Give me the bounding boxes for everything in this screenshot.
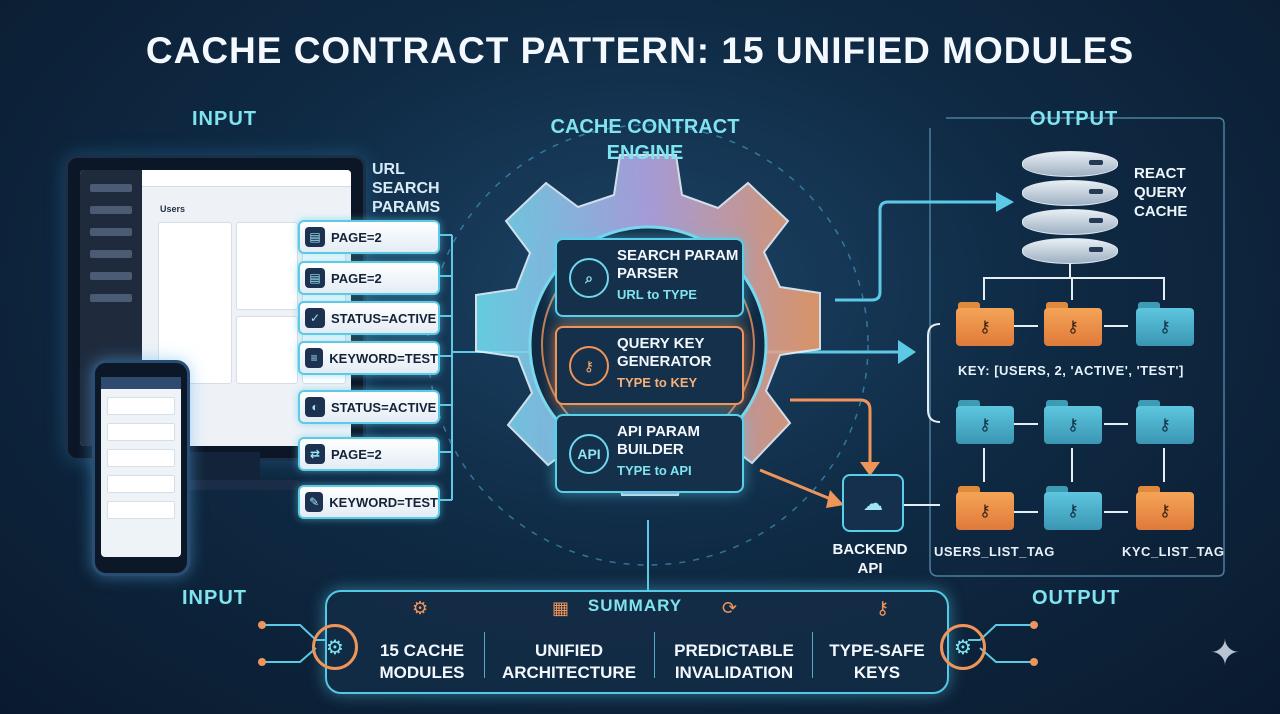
output-label-top: OUTPUT: [1030, 108, 1119, 130]
engine-title: CACHE CONTRACT ENGINE: [550, 116, 740, 164]
order-card: [236, 316, 298, 384]
cache-folder-icon: ⚷: [956, 302, 1014, 346]
key-icon: ⚷: [1044, 308, 1102, 346]
module-query-key-generator: ⚷ QUERY KEY GENERATOR TYPE to KEY: [555, 326, 744, 405]
app-topbar: [142, 170, 351, 187]
input-chip-page: ⇄PAGE=2: [298, 437, 440, 471]
key-icon: ⚷: [1136, 406, 1194, 444]
input-chip-status: ◐STATUS=ACTIVE: [298, 390, 440, 424]
cache-folder-icon: ⚷: [1136, 486, 1194, 530]
cache-folder-icon: ⚷: [1044, 400, 1102, 444]
url-search-params-label: URL SEARCH PARAMS: [372, 161, 441, 216]
input-chip-page: ▤PAGE=2: [298, 261, 440, 295]
check-icon: ✓: [305, 308, 325, 328]
database-icon: [1022, 148, 1118, 264]
api-icon: API: [569, 434, 609, 474]
key-icon: ⚷: [956, 492, 1014, 530]
key-icon: ⚷: [956, 308, 1014, 346]
summary-item-unified-architecture: UNIFIED ARCHITECTURE: [501, 641, 637, 682]
divider: [654, 632, 655, 678]
users-card: [158, 222, 232, 384]
address-card: [236, 222, 298, 310]
summary-title: SUMMARY: [587, 596, 683, 615]
input-chip-keyword: ✎KEYWORD=TEST: [298, 485, 440, 519]
key-icon: ⚷: [1044, 492, 1102, 530]
summary-item-predictable-invalidation: PREDICTABLE INVALIDATION: [674, 641, 794, 682]
module-search-param-parser: ⌕ SEARCH PARAM PARSER URL to TYPE: [555, 238, 744, 317]
text-icon: ≡: [305, 348, 324, 368]
key-icon: ⚷: [569, 346, 609, 386]
monitor-base: [120, 480, 300, 490]
cache-folder-icon: ⚷: [1136, 302, 1194, 346]
key-icon: ⚷: [1136, 492, 1194, 530]
cache-folder-icon: ⚷: [956, 400, 1014, 444]
output-label-bottom: OUTPUT: [1032, 587, 1121, 609]
module-api-param-builder: API API PARAM BUILDER TYPE to API: [555, 414, 744, 493]
document-icon: ▤: [305, 227, 325, 247]
input-chip-status: ✓STATUS=ACTIVE: [298, 301, 440, 335]
phone-screen: [101, 377, 181, 557]
summary-item-type-safe-keys: TYPE-SAFE KEYS: [829, 641, 925, 682]
key-icon: ⚷: [876, 598, 890, 618]
document-icon: ▤: [305, 268, 325, 288]
users-list-tag: USERS_LIST_TAG: [934, 544, 1055, 559]
magnifier-icon: ⌕: [569, 258, 609, 298]
gear-icon: ⚙: [940, 624, 986, 670]
input-label-top: INPUT: [192, 108, 257, 130]
mobile-phone: [92, 360, 190, 576]
screen-users-heading: Users: [160, 204, 186, 214]
key-icon: ⚷: [1136, 308, 1194, 346]
input-chip-keyword: ≡KEYWORD=TEST: [298, 341, 440, 375]
gear-icon: ⚙: [412, 598, 429, 618]
cache-folder-icon: ⚷: [956, 486, 1014, 530]
cloud-icon: ☁: [842, 474, 904, 532]
backend-api-label: BACKEND API: [832, 541, 908, 577]
toggle-icon: ◐: [305, 397, 325, 417]
summary-item-cache-modules: 15 CACHE MODULES: [379, 641, 465, 682]
key-icon: ⚷: [1044, 406, 1102, 444]
cache-folder-icon: ⚷: [1136, 400, 1194, 444]
divider: [484, 632, 485, 678]
refresh-icon: ⟳: [722, 598, 738, 618]
query-key-example: KEY: [USERS, 2, 'ACTIVE', 'TEST']: [958, 363, 1184, 378]
page-title: CACHE CONTRACT PATTERN: 15 UNIFIED MODUL…: [145, 30, 1135, 71]
cache-folder-icon: ⚷: [1044, 486, 1102, 530]
react-query-cache-label: REACT QUERY CACHE: [1134, 165, 1188, 220]
sparkle-icon: ✦: [1209, 632, 1241, 673]
input-chip-page: ▤PAGE=2: [298, 220, 440, 254]
gear-icon: ⚙: [312, 624, 358, 670]
pen-icon: ✎: [305, 492, 324, 512]
cache-folder-icon: ⚷: [1044, 302, 1102, 346]
key-icon: ⚷: [956, 406, 1014, 444]
chip-icon: ▦: [552, 598, 570, 618]
input-label-bottom: INPUT: [182, 587, 247, 609]
divider: [812, 632, 813, 678]
kyc-list-tag: KYC_LIST_TAG: [1122, 544, 1225, 559]
slider-icon: ⇄: [305, 444, 325, 464]
